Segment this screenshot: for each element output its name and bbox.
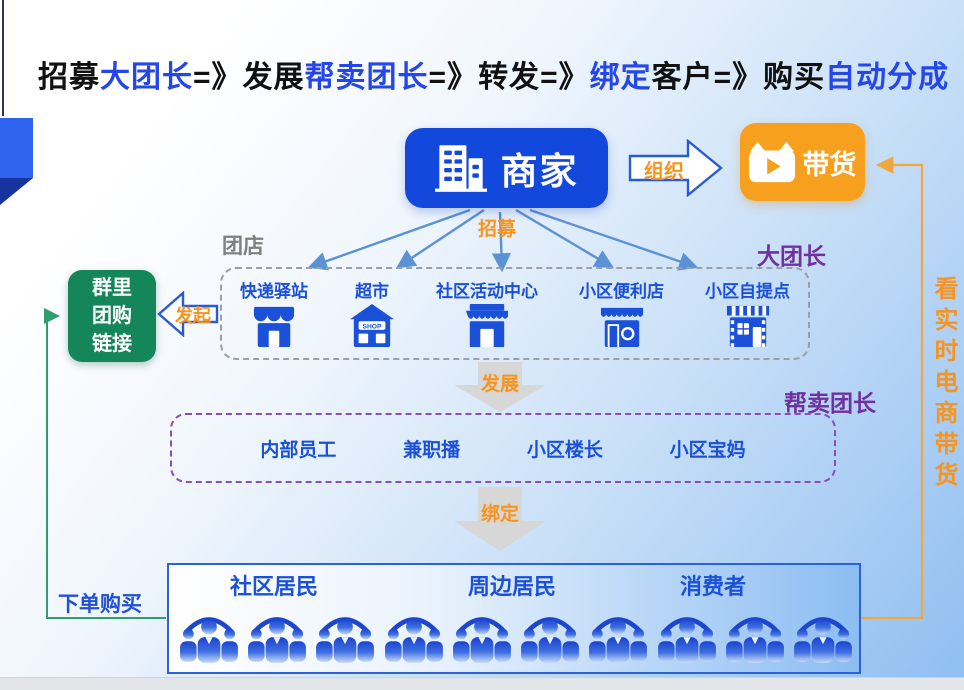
- tv-play-icon: [748, 141, 795, 183]
- store-item: 快递驿站: [240, 277, 308, 354]
- title-segment: 帮卖团长: [304, 61, 429, 94]
- consumer-group-label: 消费者: [680, 574, 747, 599]
- order-purchase-label: 下单购买: [58, 593, 142, 616]
- bind-arrow-label: 绑定: [480, 504, 519, 525]
- title-segment: =》: [540, 61, 590, 94]
- group-link-line: 团购: [92, 305, 132, 327]
- consumer-group-label: 周边居民: [468, 574, 557, 599]
- bottom-strip: [0, 677, 964, 690]
- people-group-icon: [383, 602, 445, 668]
- people-group-icon: [451, 602, 513, 668]
- helper-item: 小区楼长: [526, 439, 603, 461]
- people-group-icon: [724, 602, 786, 668]
- page-title: 招募大团长=》发展帮卖团长=》转发=》绑定客户=》购买自动分成: [38, 52, 949, 96]
- helper-leaders-box: 内部员工 兼职播 小区楼长 小区宝妈: [170, 413, 836, 483]
- title-segment: 招募: [38, 61, 100, 94]
- store-item: 社区活动中心: [436, 277, 538, 354]
- title-segment: =》: [713, 61, 764, 94]
- store-group-box: 快递驿站 超市 SHOP 社区活动中心: [220, 267, 810, 360]
- building-icon: [434, 145, 487, 192]
- title-segment: 绑定: [589, 61, 652, 94]
- helper-item: 内部员工: [260, 439, 337, 461]
- crowd-row: [178, 596, 854, 668]
- recruit-label: 招募: [478, 219, 517, 240]
- parcel-station-icon: [253, 306, 295, 348]
- title-segment: 发展: [242, 61, 305, 94]
- big-leader-label: 大团长: [757, 243, 826, 269]
- convenience-store-icon: [600, 307, 643, 348]
- bind-arrow-shape: [454, 487, 546, 551]
- group-link-box: 群里 团购 链接: [68, 270, 156, 362]
- store-section-label: 团店: [222, 235, 264, 258]
- merchant-label: 商家: [500, 151, 579, 192]
- pickup-point-icon: [726, 305, 769, 348]
- helper-item: 小区宝妈: [669, 439, 746, 461]
- title-segment: 购买: [763, 61, 826, 94]
- supermarket-icon: SHOP: [350, 304, 394, 348]
- store-item: 超市 SHOP: [349, 277, 395, 354]
- develop-arrow-shape: [454, 362, 546, 412]
- people-group-icon: [519, 602, 581, 668]
- left-ribbon-fold: [0, 178, 33, 205]
- title-segment: 自动分成: [825, 61, 950, 94]
- group-link-line: 链接: [92, 333, 132, 355]
- people-group-icon: [587, 602, 649, 668]
- left-edge-line: [2, 0, 4, 116]
- organize-arrow-shape: [628, 139, 723, 197]
- store-name: 小区自提点: [705, 282, 790, 301]
- develop-arrow-label: 发展: [480, 374, 519, 395]
- people-group-icon: [656, 602, 718, 668]
- watch-live-label: 看实时电商带货: [930, 276, 957, 493]
- left-ribbon: [0, 118, 33, 178]
- store-name: 社区活动中心: [436, 282, 538, 301]
- merchant-box: 商家: [405, 128, 608, 208]
- group-link-line: 群里: [92, 277, 132, 299]
- people-group-icon: [792, 602, 854, 668]
- svg-text:SHOP: SHOP: [363, 323, 382, 330]
- title-segment: =》: [428, 61, 479, 94]
- livestream-label: 带货: [802, 149, 857, 180]
- title-segment: 大团长: [100, 61, 193, 94]
- organize-arrow-label: 组织: [644, 161, 684, 183]
- community-center-icon: [465, 304, 509, 348]
- title-segment: 客户: [651, 61, 714, 94]
- consumer-group-label: 社区居民: [230, 574, 319, 599]
- livestream-box: 带货: [740, 123, 865, 201]
- title-segment: =》: [193, 61, 243, 94]
- initiate-arrow-label: 发起: [175, 306, 211, 326]
- store-name: 小区便利店: [579, 282, 664, 301]
- people-group-icon: [178, 602, 240, 668]
- initiate-arrow-shape: [157, 291, 219, 337]
- people-group-icon: [246, 602, 308, 668]
- store-name: 快递驿站: [240, 282, 308, 301]
- helper-item: 兼职播: [403, 439, 461, 461]
- helper-leader-label: 帮卖团长: [784, 390, 876, 416]
- store-name: 超市: [355, 282, 389, 301]
- title-segment: 转发: [478, 61, 541, 94]
- people-group-icon: [314, 602, 376, 668]
- store-item: 小区自提点: [705, 277, 790, 354]
- store-item: 小区便利店: [579, 277, 664, 354]
